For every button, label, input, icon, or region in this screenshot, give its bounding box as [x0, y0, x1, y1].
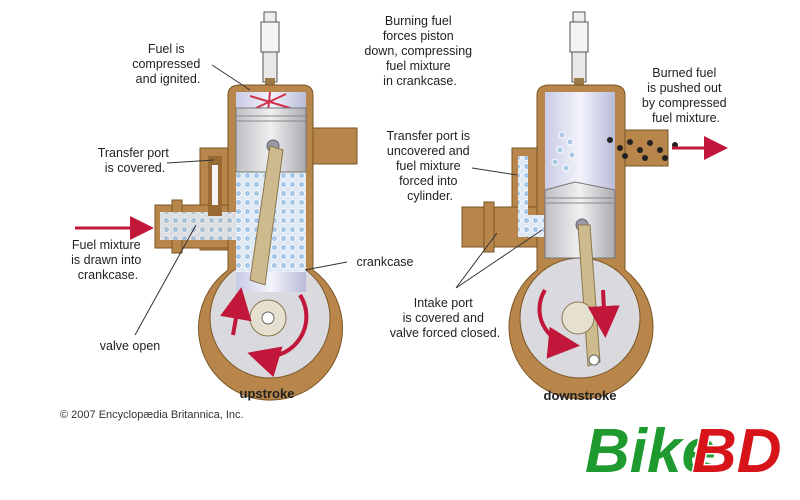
label-transfer-uncovered: Transfer port is uncovered and fuel mixt… [386, 129, 473, 203]
rotation-arrow-icon [537, 288, 580, 359]
label-transfer-covered: Transfer port is covered. [98, 146, 173, 175]
rotation-arrow-icon [247, 293, 309, 378]
label-valve-open: valve open [100, 339, 161, 353]
rotation-arrow-icon [587, 289, 620, 338]
copyright-text: © 2007 Encyclopædia Britannica, Inc. [60, 409, 244, 421]
upstroke-engine [154, 11, 358, 401]
label-burning-fuel: Burning fuel forces piston down, compres… [364, 14, 475, 88]
connecting-rod [249, 145, 284, 286]
label-fuel-drawn: Fuel mixture is drawn into crankcase. [71, 238, 145, 282]
spark-plug-icon [569, 11, 589, 90]
svg-text:BD: BD [692, 417, 782, 486]
label-burned-fuel: Burned fuel is pushed out by compressed … [642, 66, 730, 125]
label-fuel-compressed: Fuel is compressed and ignited. [132, 42, 204, 86]
downstroke-engine [461, 11, 678, 400]
leader-lines [134, 64, 543, 336]
exhaust-port [312, 127, 358, 165]
spark-plug-icon [260, 11, 280, 90]
bikebd-logo: Bike BD [584, 416, 784, 488]
label-intake-covered: Intake port is covered and valve forced … [390, 296, 500, 340]
caption-upstroke: upstroke [240, 386, 295, 401]
label-crankcase: crankcase [357, 255, 414, 269]
caption-downstroke: downstroke [544, 388, 617, 403]
svg-text:Bike: Bike [585, 417, 716, 486]
rotation-arrow-icon [220, 287, 252, 336]
